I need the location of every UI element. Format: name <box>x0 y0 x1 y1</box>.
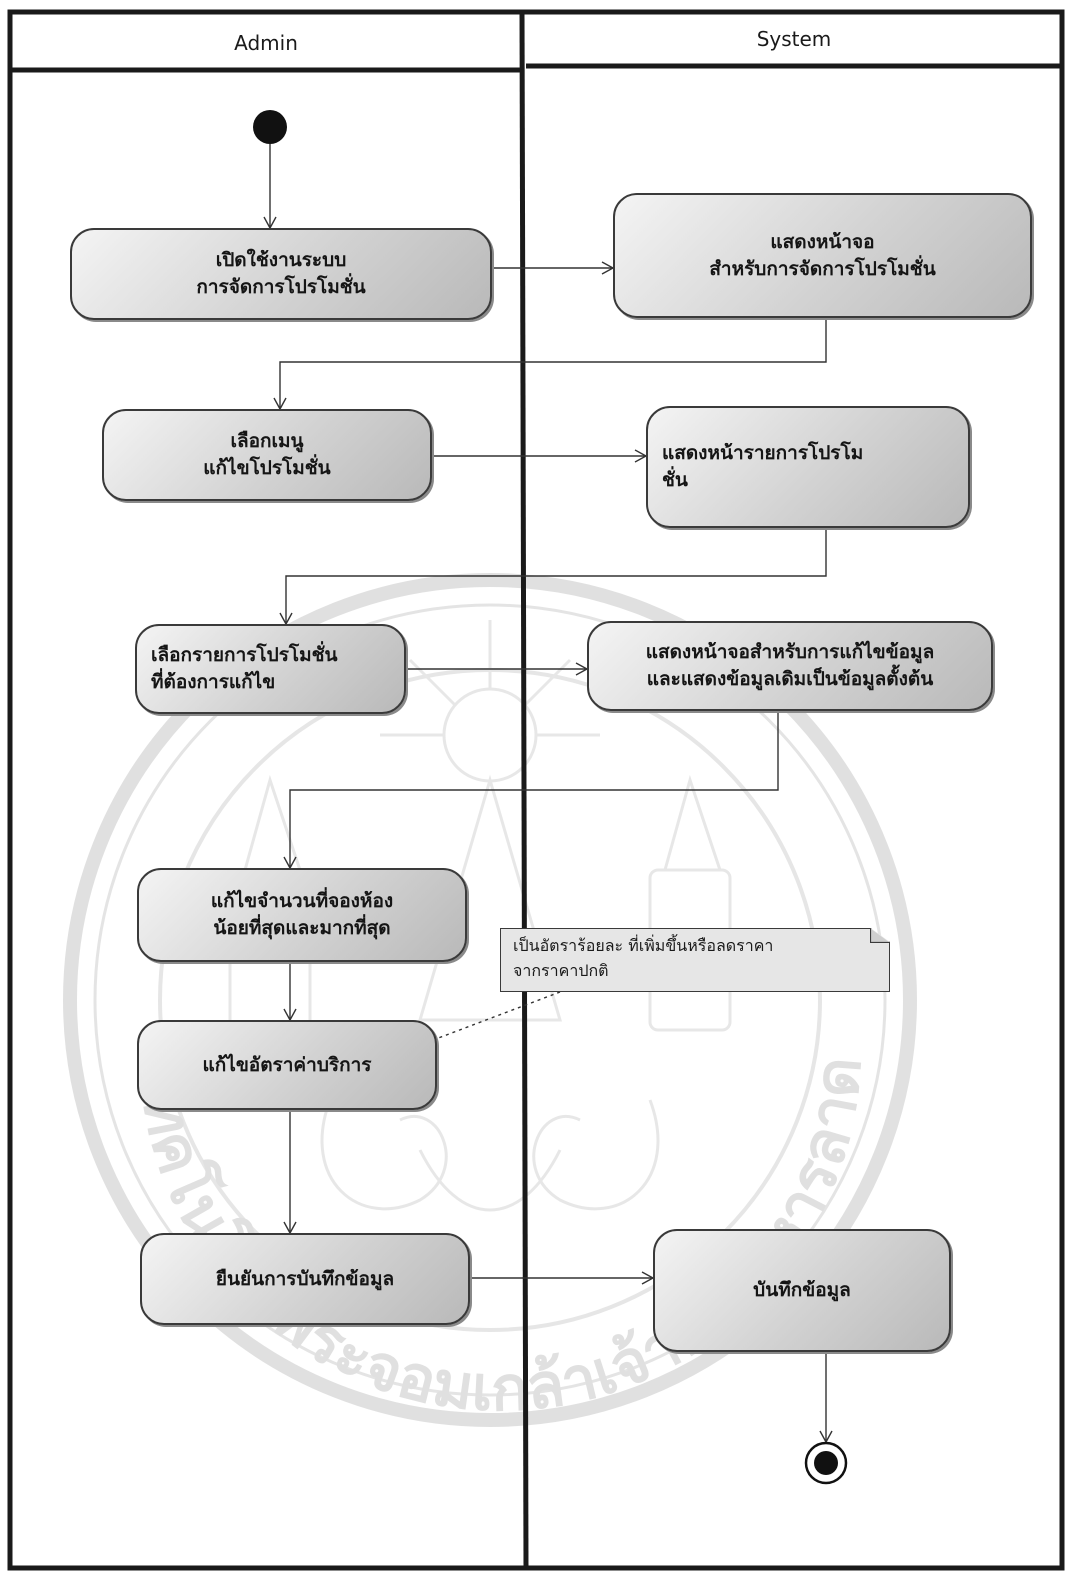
note-text: เป็นอัตราร้อยละ ที่เพิ่มขึ้นหรือลดราคา จ… <box>513 936 774 980</box>
action-label: เปิดใช้งานระบบ การจัดการโปรโมชั่น <box>196 249 366 298</box>
initial-node <box>253 110 287 144</box>
action-save-data[interactable]: บันทึกข้อมูล <box>653 1229 951 1352</box>
action-show-promotion-list[interactable]: แสดงหน้ารายการโปรโม ชั่น <box>646 406 970 528</box>
action-label: แก้ไขจำนวนที่จองห้อง น้อยที่สุดและมากที่… <box>210 890 394 939</box>
diagram-frame <box>7 9 1065 1571</box>
action-label: เลือกเมนู แก้ไขโปรโมชั่น <box>203 430 331 479</box>
note-fold-corner <box>870 928 890 943</box>
action-edit-service-rate[interactable]: แก้ไขอัตราค่าบริการ <box>137 1020 437 1110</box>
action-open-promotion-system[interactable]: เปิดใช้งานระบบ การจัดการโปรโมชั่น <box>70 228 492 320</box>
rate-note: เป็นอัตราร้อยละ ที่เพิ่มขึ้นหรือลดราคา จ… <box>500 928 890 992</box>
action-show-edit-screen[interactable]: แสดงหน้าจอสำหรับการแก้ไขข้อมูล และแสดงข้… <box>587 621 993 711</box>
action-select-promotion-item[interactable]: เลือกรายการโปรโมชั่น ที่ต้องการแก้ไข <box>135 624 406 714</box>
action-label: บันทึกข้อมูล <box>753 1279 851 1301</box>
action-label: แสดงหน้าจอสำหรับการแก้ไขข้อมูล และแสดงข้… <box>645 641 935 690</box>
flow-show-list-to-select-item <box>279 528 827 626</box>
action-label: เลือกรายการโปรโมชั่น ที่ต้องการแก้ไข <box>151 644 338 693</box>
action-label: แสดงหน้าจอ สำหรับการจัดการโปรโมชั่น <box>709 230 936 280</box>
action-edit-room-quantity[interactable]: แก้ไขจำนวนที่จองห้อง น้อยที่สุดและมากที่… <box>137 868 467 962</box>
action-select-edit-menu[interactable]: เลือกเมนู แก้ไขโปรโมชั่น <box>102 409 432 501</box>
note-anchor-line <box>411 991 561 1049</box>
action-label: แก้ไขอัตราค่าบริการ <box>202 1053 372 1076</box>
action-confirm-save[interactable]: ยืนยันการบันทึกข้อมูล <box>140 1233 470 1325</box>
action-show-management-screen[interactable]: แสดงหน้าจอ สำหรับการจัดการโปรโมชั่น <box>613 193 1032 318</box>
flow-show-screen-to-select-menu <box>273 318 827 411</box>
flow-show-edit-to-edit-rooms <box>283 711 779 870</box>
action-label: แสดงหน้ารายการโปรโม ชั่น <box>662 442 864 491</box>
swimlane-admin-title: Admin <box>234 31 298 55</box>
final-node <box>804 1441 848 1485</box>
swimlane-system-title: System <box>756 27 832 51</box>
action-label: ยืนยันการบันทึกข้อมูล <box>215 1267 395 1290</box>
